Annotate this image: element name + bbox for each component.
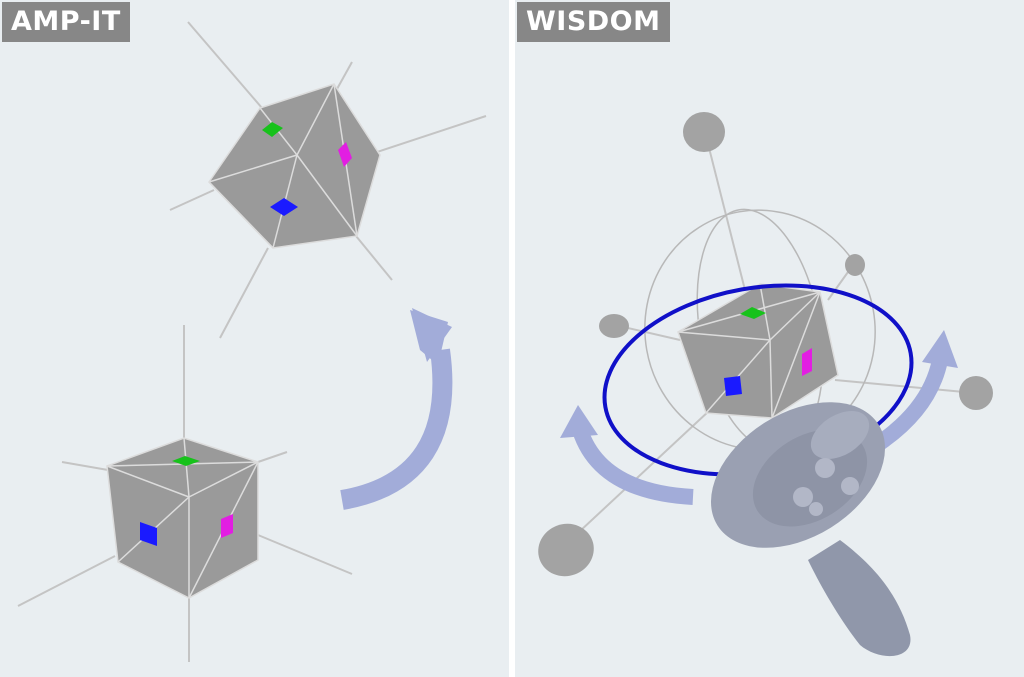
gizmo-handles[interactable] bbox=[531, 112, 993, 584]
vr-controller-icon[interactable] bbox=[685, 372, 912, 657]
green-marker bbox=[172, 456, 200, 466]
amp-it-scene bbox=[17, 21, 487, 662]
upright-cube[interactable] bbox=[106, 437, 259, 599]
blue-marker bbox=[724, 376, 742, 396]
magenta-marker bbox=[221, 514, 233, 538]
wisdom-label: WISDOM bbox=[517, 2, 670, 42]
rotated-cube-handles bbox=[169, 21, 487, 339]
blue-marker bbox=[270, 198, 298, 216]
rotate-arrow-icon bbox=[340, 308, 453, 510]
green-marker bbox=[262, 122, 283, 137]
gizmo-cube[interactable] bbox=[677, 283, 839, 419]
upright-cube-handles bbox=[17, 325, 353, 662]
wisdom-scene bbox=[531, 112, 993, 657]
amp-it-label: AMP-IT bbox=[2, 2, 130, 42]
blue-marker bbox=[140, 522, 157, 546]
magenta-marker bbox=[802, 348, 812, 376]
wisdom-panel: WISDOM bbox=[515, 0, 1024, 677]
rotate-arrow-icon bbox=[560, 330, 958, 505]
magenta-marker bbox=[338, 142, 352, 167]
rotated-cube[interactable] bbox=[208, 83, 381, 249]
green-marker bbox=[740, 307, 766, 319]
amp-it-panel: AMP-IT bbox=[0, 0, 509, 677]
